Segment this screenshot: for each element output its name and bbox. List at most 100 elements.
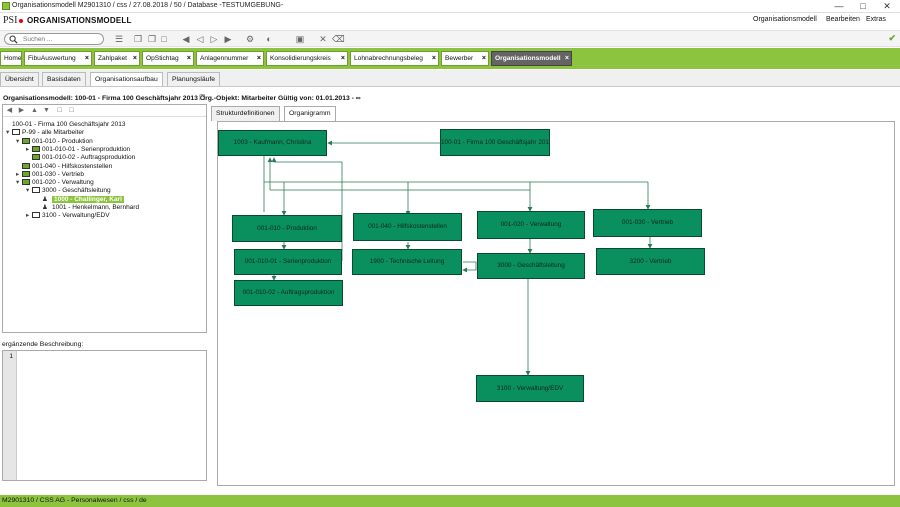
tree-node-label: 001-020 - Verwaltung: [32, 179, 94, 187]
tab-konsolidierungskreis[interactable]: Konsolidierungskreis×: [266, 51, 348, 66]
close-tab-icon[interactable]: ×: [340, 55, 345, 62]
tree-node[interactable]: ▸001-030 - Vertrieb: [16, 170, 84, 179]
org-unit-icon: [32, 187, 40, 194]
tree-node-label: 3000 - Geschäftsleitung: [42, 187, 111, 195]
up-arrow-icon[interactable]: ▲: [31, 107, 38, 114]
org-unit-icon: [22, 179, 30, 186]
window-title-bar: Organisationsmodell M2901310 / css / 27.…: [0, 0, 900, 13]
down-arrow-icon[interactable]: ▼: [43, 107, 50, 114]
org-box-100-01[interactable]: 100-01 - Firma 100 Geschäftsjahr 2013: [440, 129, 550, 156]
close-tab-icon[interactable]: ×: [186, 55, 191, 62]
subtab-uebersicht[interactable]: Übersicht: [0, 72, 39, 86]
expand-arrow-icon[interactable]: ▾: [26, 187, 30, 195]
new-node-icon[interactable]: □: [57, 107, 62, 114]
org-box-001-030[interactable]: 001-030 - Vertrieb: [593, 209, 702, 237]
tree-node[interactable]: ▸ 3100 - Verwaltung/EDV: [26, 212, 110, 220]
tab-organigramm[interactable]: Organigramm: [284, 106, 336, 121]
subtab-organisationsaufbau[interactable]: Organisationsaufbau: [90, 72, 163, 86]
org-box-3000[interactable]: 3000 - Geschäftsleitung: [477, 253, 585, 279]
org-box-001-010[interactable]: 001-010 - Produktion: [232, 215, 342, 242]
previous-record-icon[interactable]: ◁: [196, 34, 204, 44]
close-tab-icon[interactable]: ×: [564, 55, 569, 62]
first-record-icon[interactable]: ◀: [182, 34, 190, 44]
tree-node[interactable]: ▾ P-99 - alle Mitarbeiter: [6, 129, 84, 137]
cancel-icon[interactable]: ✕: [319, 34, 327, 44]
forward-arrow-icon[interactable]: ▶: [18, 107, 25, 114]
tree-node[interactable]: 001-040 - Hilfskostenstellen: [16, 162, 112, 171]
tab-zahlpaket[interactable]: Zahlpaket×: [94, 51, 140, 66]
tree-node[interactable]: ♟1001 - Henkelmann, Bernhard: [36, 204, 139, 212]
subtab-basisdaten[interactable]: Basisdaten: [42, 72, 86, 86]
tree-node[interactable]: 100-01 - Firma 100 Geschäftsjahr 2013: [6, 121, 125, 129]
tab-lohnabrechnungsbeleg[interactable]: Lohnabrechnungsbeleg×: [350, 51, 439, 66]
close-window-button[interactable]: ✕: [883, 1, 891, 11]
psi-logo: PSI: [3, 15, 18, 26]
tree-node[interactable]: ▾ 3000 - Geschäftsleitung: [26, 187, 111, 195]
org-box-001-010-01[interactable]: 001-010-01 - Serienproduktion: [234, 249, 342, 275]
expand-arrow-icon[interactable]: ▾: [16, 137, 20, 145]
toolbar: ☰ ❐ ❐ □ ◀ ◁ ▷ ▶ ⚙ ◐ ▣ ✕ ⌫ ✔: [0, 30, 900, 47]
settings-gear-icon[interactable]: ⚙: [245, 34, 255, 44]
close-tab-icon[interactable]: ×: [481, 55, 486, 62]
tree-node[interactable]: ▾001-010 - Produktion: [16, 137, 93, 146]
expand-arrow-icon[interactable]: ▸: [26, 145, 30, 153]
org-box-001-020[interactable]: 001-020 - Verwaltung: [477, 211, 585, 239]
expand-arrow-icon[interactable]: ▾: [6, 129, 10, 137]
tab-home[interactable]: Home: [0, 51, 22, 66]
search-box: [4, 33, 104, 45]
minimize-button[interactable]: —: [834, 1, 844, 11]
save-icon[interactable]: ▣: [295, 34, 305, 44]
menu-extras[interactable]: Extras: [866, 16, 886, 23]
tree-node[interactable]: 001-010-02 - Auftragsproduktion: [26, 154, 135, 162]
description-editor[interactable]: 1: [2, 350, 207, 481]
delete-icon[interactable]: ⌫: [332, 34, 345, 44]
org-box-3100[interactable]: 3100 - Verwaltung/EDV: [476, 375, 584, 402]
new-document-icon[interactable]: ☰: [114, 34, 124, 44]
maximize-button[interactable]: □: [860, 1, 866, 11]
expand-arrow-icon[interactable]: ▸: [16, 170, 20, 178]
org-box-1900[interactable]: 1900 - Technische Leitung: [352, 249, 462, 275]
close-tab-icon[interactable]: ×: [84, 55, 89, 62]
tree-toolbar: ◀ ▶ ▲ ▼ □ □: [3, 105, 206, 117]
org-unit-icon: [32, 145, 40, 152]
org-box-001-010-02[interactable]: 001-010-02 - Auftragsproduktion: [234, 280, 343, 306]
last-record-icon[interactable]: ▶: [224, 34, 232, 44]
close-tab-icon[interactable]: ×: [431, 55, 436, 62]
tree-node-label: P-99 - alle Mitarbeiter: [22, 129, 85, 137]
copy-icon[interactable]: ❐: [133, 34, 143, 44]
delete-node-icon[interactable]: □: [69, 107, 74, 114]
search-icon: [9, 35, 18, 44]
menu-bearbeiten[interactable]: Bearbeiten: [826, 16, 860, 23]
subtab-planungslaeufe[interactable]: Planungsläufe: [167, 72, 221, 86]
tree-node[interactable]: ▾ 001-020 - Verwaltung: [16, 179, 94, 187]
tab-strukturdefinitionen[interactable]: Strukturdefinitionen: [211, 106, 280, 121]
back-arrow-icon[interactable]: ◀: [6, 107, 13, 114]
tab-bewerber[interactable]: Bewerber×: [441, 51, 489, 66]
org-unit-icon: [22, 137, 30, 144]
copy-icon-2[interactable]: ❐: [147, 34, 157, 44]
next-record-icon[interactable]: ▷: [210, 34, 218, 44]
lock-icon[interactable]: ◐: [266, 34, 272, 44]
expand-arrow-icon[interactable]: ▸: [26, 212, 30, 220]
tab-anlagennummer[interactable]: Anlagennummer×: [196, 51, 264, 66]
expand-arrow-icon[interactable]: ▾: [16, 179, 20, 187]
page-icon[interactable]: □: [161, 34, 167, 44]
tree-panel: ◀ ▶ ▲ ▼ □ □ 100-01 - Firma 100 Geschäfts…: [2, 104, 207, 333]
org-box-001-040[interactable]: 001-040 - Hilfskostenstellen: [353, 213, 462, 241]
tree-node-label: 3100 - Verwaltung/EDV: [42, 212, 110, 220]
search-input[interactable]: [23, 35, 99, 44]
tab-fibuauswertung[interactable]: FibuAuswertung×: [24, 51, 92, 66]
tab-opstichtag[interactable]: OpStichtag×: [142, 51, 194, 66]
close-tab-icon[interactable]: ×: [256, 55, 261, 62]
org-box-1003[interactable]: 1003 - Kaufmann, Christina: [218, 130, 327, 156]
menu-organisationsmodell[interactable]: Organisationsmodell: [753, 16, 817, 23]
org-box-3200[interactable]: 3200 - Vertrieb: [596, 248, 705, 275]
copy-path-icon[interactable]: ❐: [199, 95, 206, 102]
tree-node-label: 1000 - Challinger, Karl: [52, 195, 124, 203]
tree-node[interactable]: ♟1000 - Challinger, Karl: [36, 195, 124, 204]
tab-organisationsmodell[interactable]: Organisationsmodell×: [491, 51, 572, 66]
person-icon: ♟: [42, 204, 48, 211]
org-unit-icon: [32, 212, 40, 219]
close-tab-icon[interactable]: ×: [132, 55, 137, 62]
tree-node[interactable]: ▸001-010-01 - Serienproduktion: [26, 145, 130, 154]
